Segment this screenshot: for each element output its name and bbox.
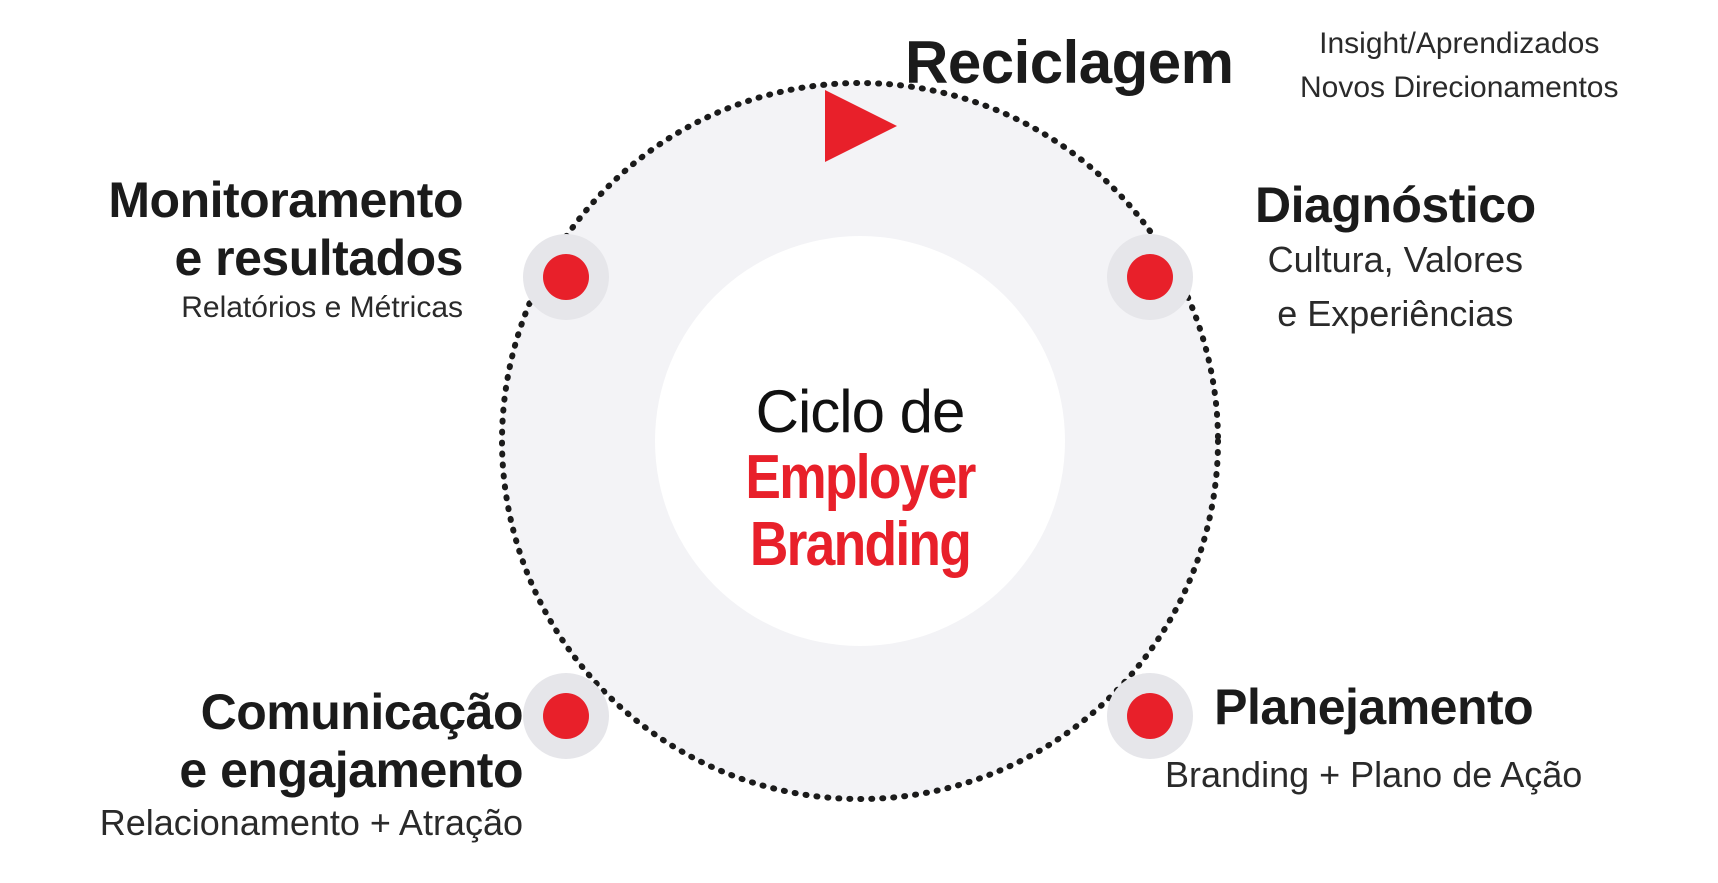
stage-marker-monitoramento [523, 234, 609, 320]
red-dot-icon [1127, 254, 1173, 300]
stage-title: Comunicação [200, 684, 524, 740]
red-dot-icon [543, 693, 589, 739]
stage-diagnostico: Diagnóstico Cultura, Valores e Experiênc… [1255, 178, 1536, 341]
stage-title: e resultados [174, 229, 463, 286]
stage-note: Insight/Aprendizados [1319, 27, 1600, 60]
stage-monitoramento: Monitoramento e resultados Relatórios e … [108, 172, 463, 324]
cycle-dotted-path [499, 80, 1221, 802]
stage-title: Diagnóstico [1255, 177, 1536, 233]
center-title-line: Ciclo de [755, 378, 966, 445]
stage-reciclagem-notes: Insight/Aprendizados Novos Direcionament… [1300, 22, 1618, 109]
stage-marker-comunicacao [523, 673, 609, 759]
stage-subtitle: e Experiências [1277, 293, 1514, 334]
stage-title: Reciclagem [905, 29, 1234, 96]
red-dot-icon [1127, 693, 1173, 739]
stage-title: Monitoramento [108, 172, 463, 228]
stage-title: e engajamento [179, 741, 523, 798]
stage-subtitle: Relacionamento + Atração [99, 802, 523, 843]
stage-marker-planejamento [1107, 673, 1193, 759]
red-dot-icon [543, 254, 589, 300]
stage-subtitle: Cultura, Valores [1267, 239, 1524, 280]
stage-reciclagem: Reciclagem [905, 30, 1234, 96]
cycle-inner-circle [655, 236, 1065, 646]
stage-subtitle: Relatórios e Métricas [181, 291, 463, 324]
stage-planejamento: Planejamento Branding + Plano de Ação [1165, 680, 1582, 795]
stage-note: Novos Direcionamentos [1300, 70, 1619, 104]
stage-subtitle: Branding + Plano de Ação [1165, 754, 1583, 795]
stage-title: Planejamento [1214, 679, 1534, 735]
center-title-highlight: Branding [749, 509, 972, 579]
triangle-right-icon [825, 90, 897, 162]
stage-comunicacao: Comunicação e engajamento Relacionamento… [99, 684, 524, 843]
cycle-center-title: Ciclo de Employer Branding [700, 378, 1020, 579]
center-title-highlight: Employer [745, 442, 976, 512]
stage-marker-diagnostico [1107, 234, 1193, 320]
